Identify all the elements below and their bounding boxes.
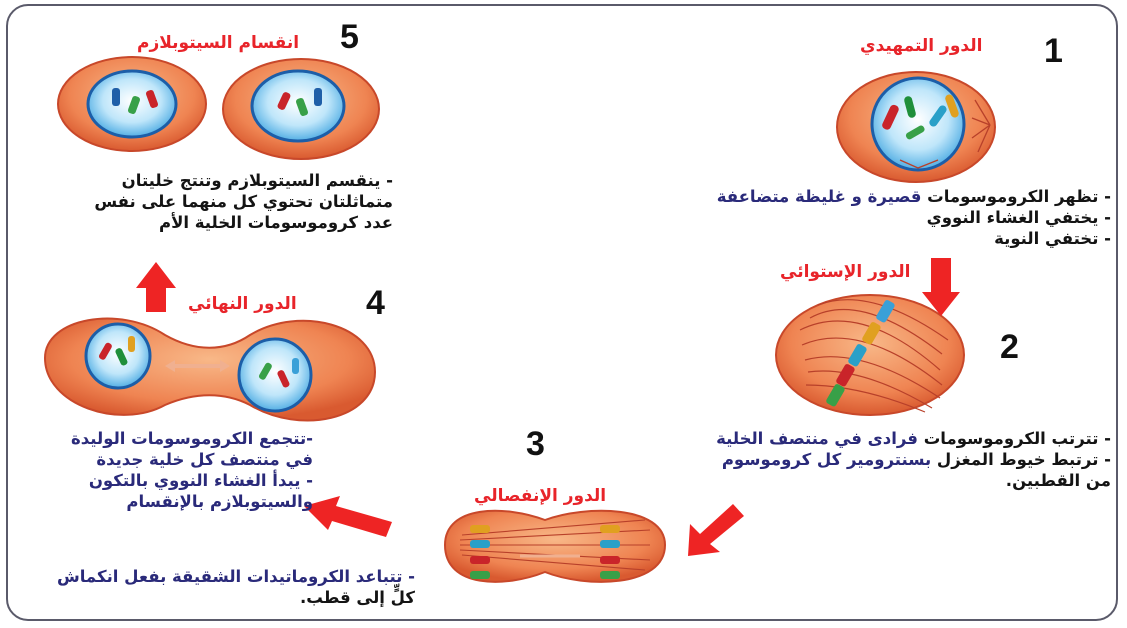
stage-3-line-2: كلٍّ إلى قطب. <box>57 587 415 608</box>
stage-2-line-3: من القطبين. <box>716 470 1111 491</box>
stage-2-description: - تترتب الكروموسومات فرادى في منتصف الخل… <box>716 428 1111 491</box>
stage-5-line-2: متماثلتان تحتوي كل منهما على نفس <box>94 191 393 212</box>
stage-title-1: الدور التمهيدي <box>860 36 982 56</box>
daughter-cells <box>58 57 379 159</box>
stage-number-2: 2 <box>1000 328 1019 367</box>
prophase-cell <box>837 72 995 182</box>
stage-4-description: -تتجمع الكروموسومات الوليدة في منتصف كل … <box>71 428 313 512</box>
stage-title-5: انقسام السيتوبلازم <box>137 33 299 53</box>
stage-4-line-1: -تتجمع الكروموسومات الوليدة <box>71 428 313 449</box>
stage-3-description: - تتباعد الكروماتيدات الشقيقة بفعل انكما… <box>57 566 415 608</box>
stage-3-line-1: - تتباعد الكروماتيدات الشقيقة بفعل انكما… <box>57 566 415 587</box>
anaphase-cell <box>445 511 665 582</box>
stage-1-description: - تظهر الكروموسومات قصيرة و غليظة متضاعف… <box>717 186 1111 249</box>
stage-number-1: 1 <box>1044 32 1063 71</box>
stage-title-4: الدور النهائي <box>188 294 297 314</box>
stage-2-line-2: - ترتبط خيوط المغزل بسنترومير كل كروموسو… <box>716 449 1111 470</box>
stage-5-line-1: - ينقسم السيتوبلازم وتنتج خليتان <box>94 170 393 191</box>
stage-number-4: 4 <box>366 284 385 323</box>
stage-4-line-3: - يبدأ الغشاء النووي بالتكون <box>71 470 313 491</box>
telophase-cell <box>45 319 375 421</box>
arrow-2-to-3 <box>688 504 744 556</box>
stage-5-line-3: عدد كروموسومات الخلية الأم <box>94 212 393 233</box>
stage-5-description: - ينقسم السيتوبلازم وتنتج خليتان متماثلت… <box>94 170 393 233</box>
stage-4-line-2: في منتصف كل خلية جديدة <box>71 449 313 470</box>
stage-number-3: 3 <box>526 425 545 464</box>
arrow-3-to-4 <box>304 496 392 537</box>
stage-title-3: الدور الإنفصالي <box>474 486 606 506</box>
stage-1-line-2: - يختفي الغشاء النووي <box>717 207 1111 228</box>
stage-number-5: 5 <box>340 18 359 57</box>
stage-1-line-3: - تختفي النوية <box>717 228 1111 249</box>
stage-4-line-4: والسيتوبلازم بالإنقسام <box>71 491 313 512</box>
metaphase-cell <box>776 295 964 415</box>
stage-title-2: الدور الإستوائي <box>780 262 911 282</box>
stage-1-line-1: - تظهر الكروموسومات قصيرة و غليظة متضاعف… <box>717 186 1111 207</box>
arrow-4-to-5 <box>136 262 176 312</box>
stage-2-line-1: - تترتب الكروموسومات فرادى في منتصف الخل… <box>716 428 1111 449</box>
